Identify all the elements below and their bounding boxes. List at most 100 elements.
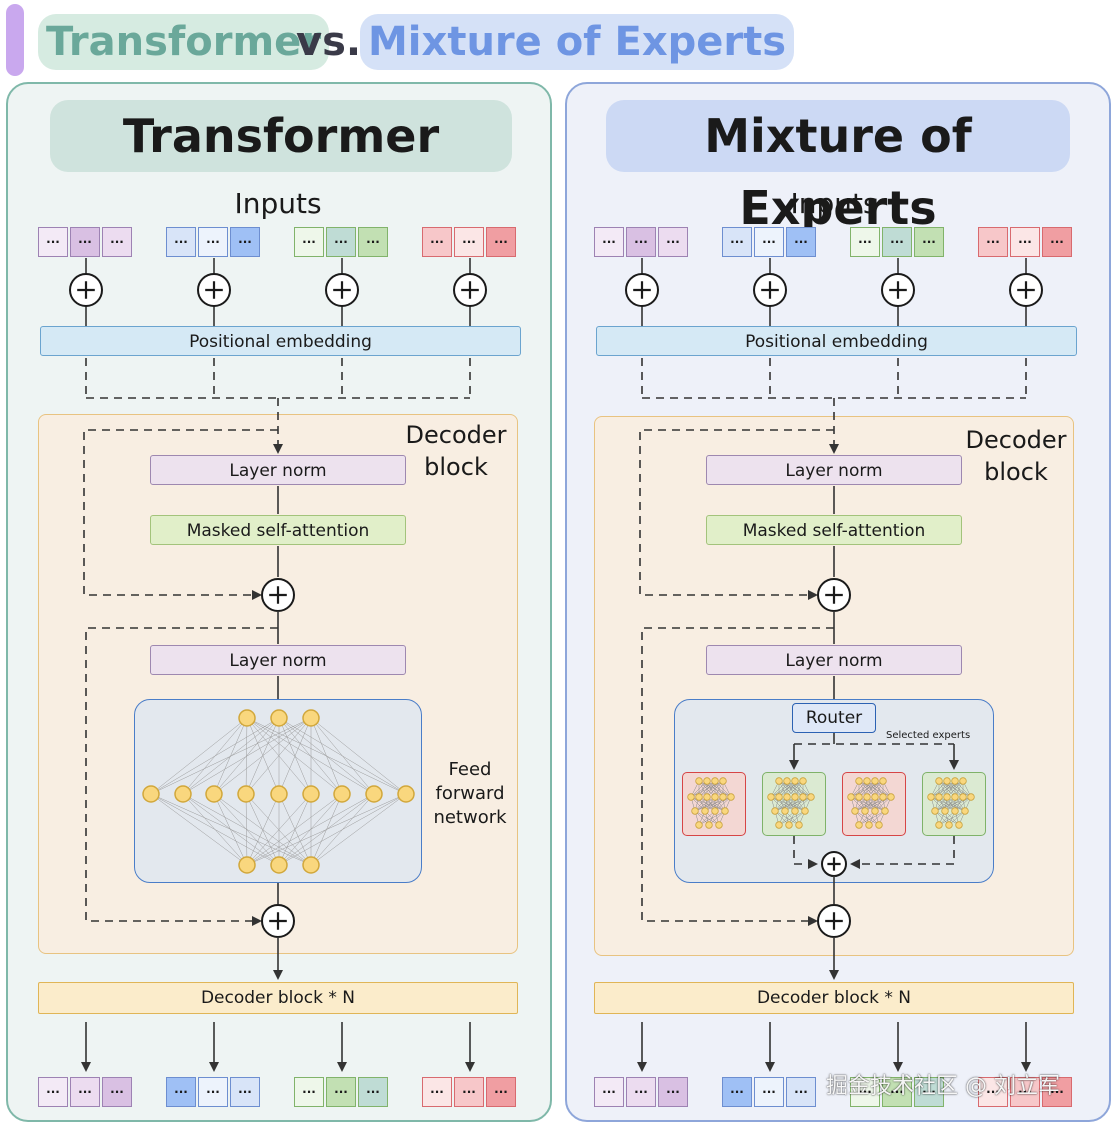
output-token: ... <box>754 1077 784 1107</box>
expert-network-icon <box>847 777 895 829</box>
ffn-neuron <box>270 785 288 803</box>
ffn-neuron <box>237 785 255 803</box>
ffn-neuron <box>333 785 351 803</box>
input-token: ... <box>786 227 816 257</box>
ffn-neuron <box>238 856 256 874</box>
output-token: ... <box>594 1077 624 1107</box>
transformer-title: Transformer <box>50 100 512 172</box>
add-icon <box>261 904 295 938</box>
input-token: ... <box>38 227 68 257</box>
output-token: ... <box>914 1077 944 1107</box>
input-token: ... <box>294 227 324 257</box>
watermark: 掘金技术社区 @ 刘立军 <box>826 1074 1060 1099</box>
input-token: ... <box>358 227 388 257</box>
add-icon <box>261 578 295 612</box>
ffn-neuron <box>205 785 223 803</box>
input-token: ... <box>914 227 944 257</box>
add-icon <box>881 273 915 307</box>
connector-line <box>639 429 834 600</box>
connector-line <box>641 627 834 926</box>
ffn-neuron <box>302 785 320 803</box>
input-token: ... <box>978 227 1008 257</box>
feed-forward-network-box <box>134 699 422 883</box>
output-token: ... <box>850 1077 880 1107</box>
ffn-neuron <box>270 709 288 727</box>
ffn-neuron <box>174 785 192 803</box>
add-icon <box>753 273 787 307</box>
input-token: ... <box>882 227 912 257</box>
output-token: ... <box>1042 1077 1072 1107</box>
input-token: ... <box>70 227 100 257</box>
input-token: ... <box>422 227 452 257</box>
connector-line <box>850 836 955 869</box>
add-icon <box>325 273 359 307</box>
add-icon <box>821 851 847 877</box>
ffn-label: Feed forward network <box>426 758 514 830</box>
header-transformer: Transformer <box>38 14 330 70</box>
output-token: ... <box>454 1077 484 1107</box>
decoder-label-line: Decoder <box>405 421 507 449</box>
decoder-label-line: block <box>984 458 1048 486</box>
add-icon <box>625 273 659 307</box>
output-token: ... <box>626 1077 656 1107</box>
router: Router <box>792 703 876 733</box>
add-icon <box>1009 273 1043 307</box>
add-icon <box>69 273 103 307</box>
connector-line <box>793 836 818 869</box>
output-token: ... <box>198 1077 228 1107</box>
output-token: ... <box>1010 1077 1040 1107</box>
moe-positional-embedding: Positional embedding <box>596 326 1077 356</box>
decoder-label-line: block <box>424 453 488 481</box>
transformer-positional-embedding: Positional embedding <box>40 326 521 356</box>
input-token: ... <box>102 227 132 257</box>
add-icon <box>197 273 231 307</box>
connector-line <box>85 627 278 926</box>
add-icon <box>453 273 487 307</box>
moe-title: Mixture of Experts <box>606 100 1070 235</box>
input-token: ... <box>626 227 656 257</box>
output-token: ... <box>326 1077 356 1107</box>
expert-green <box>762 772 826 836</box>
transformer-inputs-label: Inputs <box>234 187 322 220</box>
decoder-label-line: Decoder <box>965 426 1067 454</box>
expert-network-icon <box>767 777 815 829</box>
input-token: ... <box>850 227 880 257</box>
input-token: ... <box>166 227 196 257</box>
output-token: ... <box>102 1077 132 1107</box>
output-token: ... <box>658 1077 688 1107</box>
expert-network-icon <box>687 777 735 829</box>
moe-decoder-label: Decoder block <box>960 424 1072 488</box>
output-token: ... <box>70 1077 100 1107</box>
transformer-masked-attention: Masked self-attention <box>150 515 406 545</box>
output-token: ... <box>422 1077 452 1107</box>
moe-masked-attention: Masked self-attention <box>706 515 962 545</box>
input-token: ... <box>1042 227 1072 257</box>
input-token: ... <box>1010 227 1040 257</box>
connector-line <box>83 429 278 600</box>
add-icon <box>817 904 851 938</box>
ffn-neuron <box>270 856 288 874</box>
output-token: ... <box>882 1077 912 1107</box>
ffn-neuron <box>142 785 160 803</box>
header-vs: vs. <box>296 19 362 65</box>
expert-red <box>842 772 906 836</box>
moe-decoder-repeat: Decoder block * N <box>594 982 1074 1014</box>
ffn-neuron <box>302 856 320 874</box>
expert-network-icon <box>927 777 975 829</box>
input-token: ... <box>594 227 624 257</box>
expert-green <box>922 772 986 836</box>
expert-red <box>682 772 746 836</box>
ffn-neuron <box>238 709 256 727</box>
moe-layer-norm-1: Layer norm <box>706 455 962 485</box>
output-token: ... <box>722 1077 752 1107</box>
ffn-label-line: Feed <box>448 759 492 780</box>
transformer-layer-norm-1: Layer norm <box>150 455 406 485</box>
output-token: ... <box>978 1077 1008 1107</box>
ffn-neuron <box>365 785 383 803</box>
ffn-neuron <box>397 785 415 803</box>
input-token: ... <box>754 227 784 257</box>
output-token: ... <box>294 1077 324 1107</box>
transformer-decoder-label: Decoder block <box>400 419 512 483</box>
input-token: ... <box>326 227 356 257</box>
